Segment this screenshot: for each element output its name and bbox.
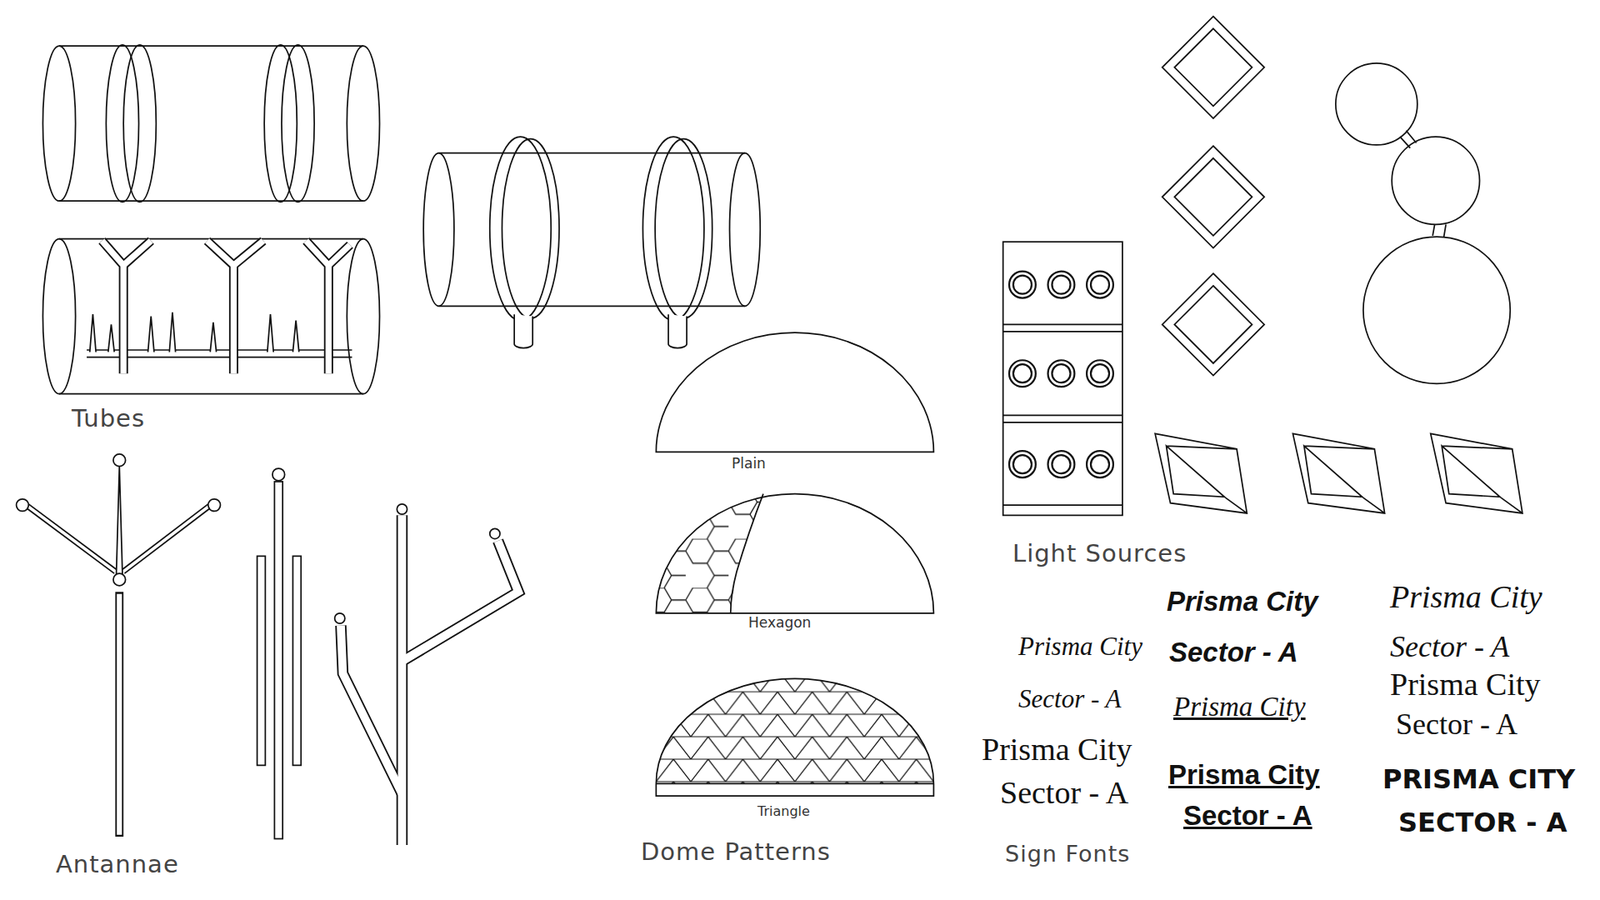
sign-sample: PRISMA CITY xyxy=(1382,765,1575,795)
sign-sample: Prisma City xyxy=(1168,760,1320,790)
sign-sample: Sector - A xyxy=(1395,708,1518,742)
section-label: Light Sources xyxy=(1012,540,1187,568)
light-panel xyxy=(1003,241,1123,515)
pattern-label: Triangle xyxy=(757,804,810,820)
tube-plain xyxy=(42,45,380,203)
sign-sample: Prisma City xyxy=(1390,667,1541,703)
sign-sample: SECTOR - A xyxy=(1398,808,1567,838)
light-diamonds xyxy=(1162,16,1265,376)
pattern-label: Plain xyxy=(731,455,766,472)
sign-sample: Prisma City xyxy=(1173,691,1306,722)
light-prisms xyxy=(1155,433,1523,514)
sign-sample: Prisma City xyxy=(1166,586,1319,617)
antenna-bars xyxy=(257,468,302,839)
dome-hexagon xyxy=(655,490,934,614)
sign-sample: Prisma City xyxy=(1018,632,1143,661)
sign-sample: Sector - A xyxy=(1390,630,1510,665)
sign-sample: Prisma City xyxy=(981,732,1133,768)
antenna-forked xyxy=(16,454,221,837)
section-label: Dome Patterns xyxy=(640,839,831,866)
dome-triangle xyxy=(655,669,934,796)
sign-sample: Sector - A xyxy=(1018,685,1121,714)
section-label: Antannae xyxy=(55,851,180,879)
dome-plain xyxy=(655,332,934,452)
tube-ringed xyxy=(423,136,760,348)
sign-sample: Sector - A xyxy=(1000,775,1129,811)
light-orbs xyxy=(1335,63,1510,384)
sign-sample: Sector - A xyxy=(1169,637,1299,668)
tube-interior xyxy=(42,239,380,395)
sign-sample: Sector - A xyxy=(1183,800,1313,831)
antenna-branched xyxy=(335,504,519,845)
section-label: Tubes xyxy=(71,405,145,433)
sign-sample: Prisma City xyxy=(1390,580,1543,615)
section-label: Sign Fonts xyxy=(1005,841,1130,867)
pattern-label: Hexagon xyxy=(748,615,811,631)
